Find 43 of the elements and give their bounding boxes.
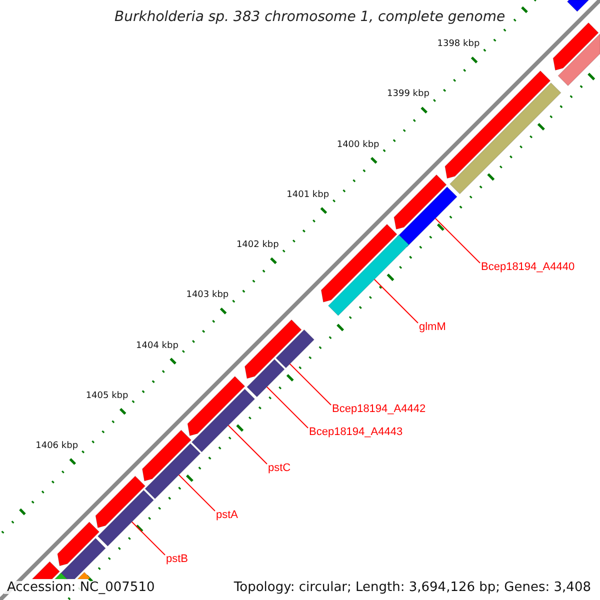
gene-label: Bcep18194_A4440 xyxy=(481,262,575,273)
gene-bar xyxy=(95,476,146,528)
gene-bar xyxy=(449,82,562,194)
gene-bar xyxy=(244,319,302,379)
gene-label: pstB xyxy=(166,554,188,565)
scale-label: 1403 kbp xyxy=(186,291,229,300)
map-title: Burkholderia sp. 383 chromosome 1, complete genome xyxy=(114,10,506,24)
scale-label: 1399 kbp xyxy=(387,90,430,100)
gene-bar xyxy=(142,430,192,482)
gene-bar xyxy=(444,70,551,179)
gene-bar xyxy=(276,329,315,368)
scale-label: 1405 kbp xyxy=(86,392,128,401)
leader-line xyxy=(131,521,166,556)
leader-line xyxy=(289,363,332,406)
gene-bar xyxy=(328,234,410,316)
gene-bar xyxy=(558,33,600,86)
gene-bar xyxy=(394,174,447,230)
scale-label: 1406 kbp xyxy=(36,442,78,451)
gene-bar xyxy=(191,388,256,452)
gene-label: pstC xyxy=(268,463,291,474)
leader-line xyxy=(228,424,268,464)
leader-line xyxy=(374,278,418,324)
leader-line xyxy=(178,474,216,512)
gene-bar xyxy=(57,522,100,566)
scale-label: 1401 kbp xyxy=(286,190,330,200)
scale-label: 1398 kbp xyxy=(437,40,480,50)
gene-bar xyxy=(320,224,398,302)
gene-label: glmM xyxy=(419,322,446,333)
gene-label: Bcep18194_A4443 xyxy=(309,427,403,438)
gene-bar xyxy=(552,22,599,71)
gene-bar xyxy=(97,490,154,547)
gene-bar xyxy=(246,358,285,398)
gene-label: Bcep18194_A4442 xyxy=(332,404,426,415)
scale-label: 1402 kbp xyxy=(236,241,279,250)
gene-bar xyxy=(144,443,201,500)
gene-bar xyxy=(59,538,106,580)
scale-label: 1400 kbp xyxy=(336,140,380,150)
gene-bar xyxy=(187,376,246,436)
leader-line xyxy=(434,218,480,264)
gene-label: pstA xyxy=(216,510,238,521)
leader-line xyxy=(266,386,308,428)
scale-label: 1404 kbp xyxy=(136,342,178,351)
gene-bar xyxy=(566,0,590,12)
